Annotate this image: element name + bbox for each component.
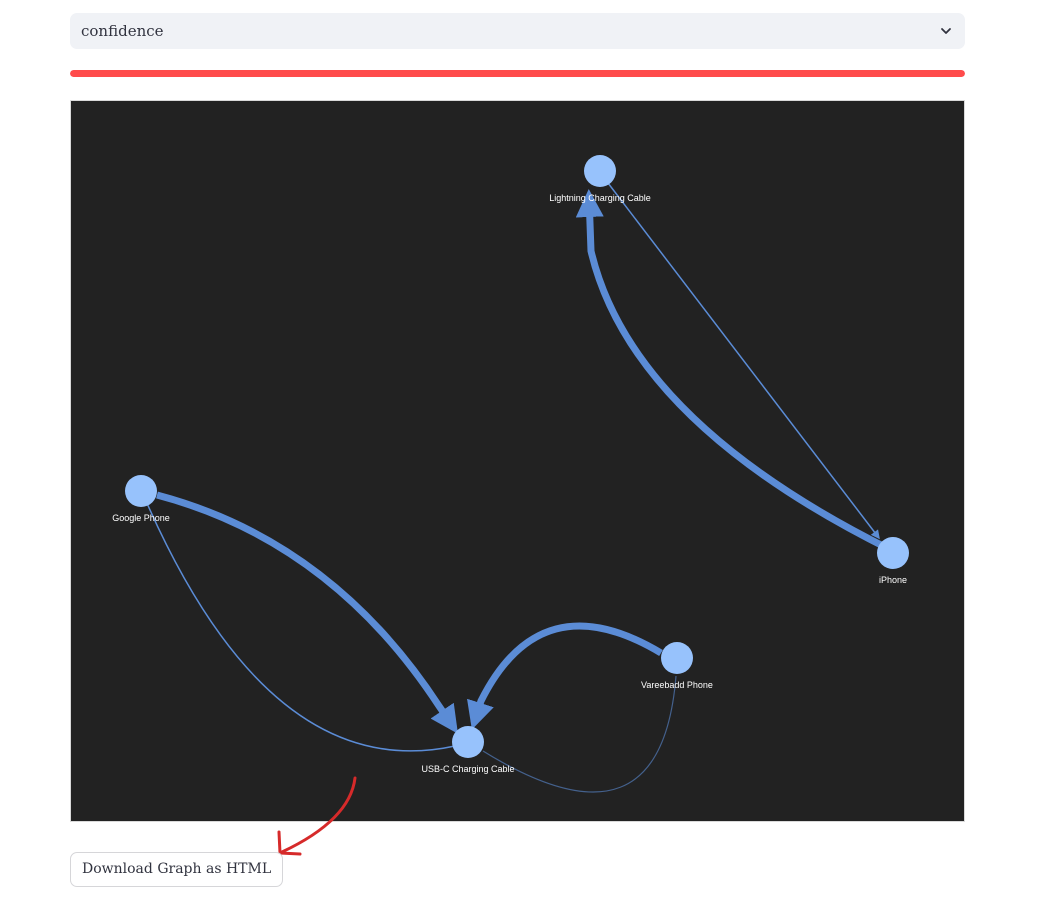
chevron-down-icon <box>941 28 951 34</box>
node-label-lightning: Lightning Charging Cable <box>549 193 651 203</box>
network-graph[interactable]: Lightning Charging Cable iPhone Google P… <box>70 100 965 822</box>
node-label-google: Google Phone <box>112 513 170 523</box>
node-lightning[interactable] <box>584 155 616 187</box>
progress-bar <box>70 70 965 77</box>
metric-select[interactable]: confidence <box>70 13 965 49</box>
node-usbc[interactable] <box>452 726 484 758</box>
node-vareebadd[interactable] <box>661 642 693 674</box>
annotation-arrow-icon <box>277 776 357 856</box>
node-label-vareebadd: Vareebadd Phone <box>641 680 713 690</box>
node-label-usbc: USB-C Charging Cable <box>421 764 514 774</box>
edge-usbc-to-vareebadd[interactable] <box>482 675 677 793</box>
metric-select-value: confidence <box>81 22 164 40</box>
download-graph-button[interactable]: Download Graph as HTML <box>70 852 284 887</box>
edge-usbc-to-google[interactable] <box>145 500 456 752</box>
network-graph-canvas[interactable]: Lightning Charging Cable iPhone Google P… <box>71 101 964 821</box>
edge-lightning-to-iphone[interactable] <box>607 182 880 540</box>
node-iphone[interactable] <box>877 537 909 569</box>
edge-iphone-to-lightning[interactable] <box>575 189 893 554</box>
node-google[interactable] <box>125 475 157 507</box>
edge-vareebadd-to-usbc[interactable] <box>467 622 663 730</box>
edge-google-to-usbc[interactable] <box>156 491 458 734</box>
node-label-iphone: iPhone <box>879 575 907 585</box>
progress-bar-fill <box>70 70 965 77</box>
